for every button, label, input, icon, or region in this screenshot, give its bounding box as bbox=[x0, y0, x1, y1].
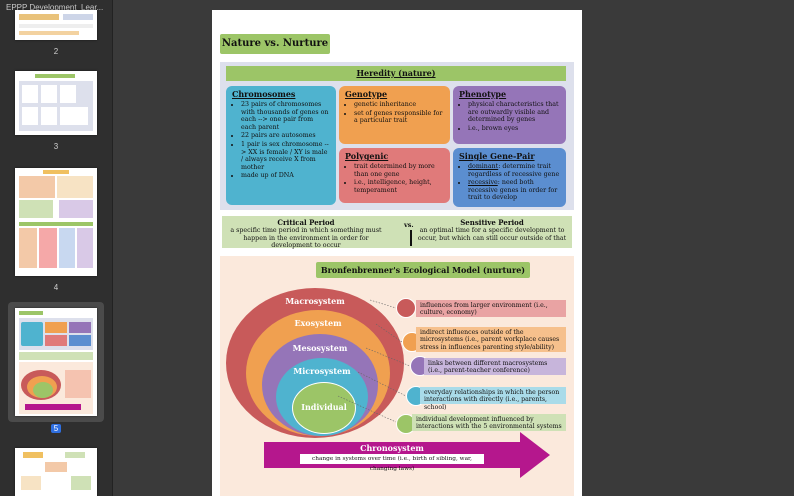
critical-period: Critical Period a specific time period i… bbox=[226, 219, 386, 250]
page-number-3: 3 bbox=[53, 142, 59, 151]
recessive-item: recessive: need both recessive genes in … bbox=[468, 179, 560, 202]
macrosystem-marker bbox=[396, 298, 416, 318]
polygenic-item: trait determined by more than one gene bbox=[354, 163, 444, 178]
vs-label: vs. bbox=[404, 221, 414, 229]
individual-ellipse: Individual bbox=[292, 382, 356, 434]
polygenic-item: i.e., intelligence, height, temperament bbox=[354, 179, 444, 194]
genotype-box: Genotype genetic inheritance set of gene… bbox=[339, 86, 450, 144]
phenotype-item: i.e., brown eyes bbox=[468, 125, 560, 133]
single-gene-pair-title: Single Gene-Pair bbox=[459, 151, 535, 161]
mesosystem-description: links between different macrosystems (i.… bbox=[424, 358, 566, 375]
document-page: Nature vs. Nurture Heredity (nature) Chr… bbox=[212, 10, 582, 496]
page-thumbnail-3[interactable] bbox=[15, 71, 97, 135]
critical-vs-sensitive-panel: Critical Period a specific time period i… bbox=[222, 216, 572, 250]
exosystem-description: indirect influences outside of the micro… bbox=[416, 327, 566, 352]
exosystem-label: Exosystem bbox=[294, 318, 342, 328]
page-thumbnail-4[interactable] bbox=[15, 168, 97, 276]
microsystem-description: everyday relationships in which the pers… bbox=[420, 387, 566, 411]
phenotype-item: physical characteristics that are outwar… bbox=[468, 101, 560, 124]
heredity-header: Heredity (nature) bbox=[226, 66, 566, 81]
heredity-panel: Heredity (nature) Chromosomes 23 pairs o… bbox=[220, 62, 574, 210]
chronosystem-label: Chronosystem bbox=[360, 443, 424, 453]
critical-period-text: a specific time period in which somethin… bbox=[230, 227, 382, 250]
chromosomes-item: 22 pairs are autosomes bbox=[241, 132, 330, 140]
chromosomes-item: 1 pair is sex chromosome --> XX is femal… bbox=[241, 141, 330, 171]
dominant-item: dominant: determine trait regardless of … bbox=[468, 163, 560, 178]
page-thumbnail-6[interactable] bbox=[15, 448, 97, 496]
sensitive-period-text: an optimal time for a specific developme… bbox=[417, 227, 567, 242]
connector-lines bbox=[337, 299, 411, 423]
thumbnail-sidebar: EPPP Development_Lear... 2 3 4 bbox=[0, 0, 113, 496]
ecological-model-panel: Bronfenbrenner's Ecological Model (nurtu… bbox=[220, 256, 574, 496]
genotype-item: set of genes responsible for a particula… bbox=[354, 110, 444, 125]
individual-label: Individual bbox=[301, 402, 347, 412]
page-title: Nature vs. Nurture bbox=[220, 34, 330, 54]
phenotype-title: Phenotype bbox=[459, 89, 507, 99]
polygenic-title: Polygenic bbox=[345, 151, 389, 161]
page-number-2: 2 bbox=[53, 47, 59, 56]
individual-description: individual development influenced by int… bbox=[412, 414, 566, 431]
mesosystem-label: Mesosystem bbox=[292, 343, 348, 353]
phenotype-box: Phenotype physical characteristics that … bbox=[453, 86, 566, 144]
genotype-item: genetic inheritance bbox=[354, 101, 444, 109]
macrosystem-label: Macrosystem bbox=[285, 296, 345, 306]
page-number-4: 4 bbox=[53, 283, 59, 292]
vs-divider bbox=[410, 230, 412, 246]
genotype-title: Genotype bbox=[345, 89, 388, 99]
page-thumbnail-5[interactable] bbox=[15, 308, 97, 416]
sensitive-period-title: Sensitive Period bbox=[460, 218, 524, 227]
chromosomes-item: made up of DNA bbox=[241, 172, 330, 180]
sensitive-period: Sensitive Period an optimal time for a s… bbox=[416, 219, 568, 242]
chronosystem-description: change in systems over time (i.e., birth… bbox=[300, 454, 484, 472]
page-number-5: 5 bbox=[0, 424, 112, 433]
critical-period-title: Critical Period bbox=[277, 218, 335, 227]
ecological-model-title: Bronfenbrenner's Ecological Model (nurtu… bbox=[316, 262, 530, 278]
chromosomes-box: Chromosomes 23 pairs of chromosomes with… bbox=[226, 86, 336, 205]
chromosomes-title: Chromosomes bbox=[232, 89, 296, 99]
chronosystem-arrow: Chronosystem change in systems over time… bbox=[264, 432, 550, 478]
macrosystem-description: influences from larger environment (i.e.… bbox=[416, 300, 566, 317]
page-thumbnail-2[interactable] bbox=[15, 10, 97, 40]
microsystem-label: Microsystem bbox=[293, 366, 351, 376]
single-gene-pair-box: Single Gene-Pair dominant: determine tra… bbox=[453, 148, 566, 207]
polygenic-box: Polygenic trait determined by more than … bbox=[339, 148, 450, 203]
chromosomes-item: 23 pairs of chromosomes with thousands o… bbox=[241, 101, 330, 131]
